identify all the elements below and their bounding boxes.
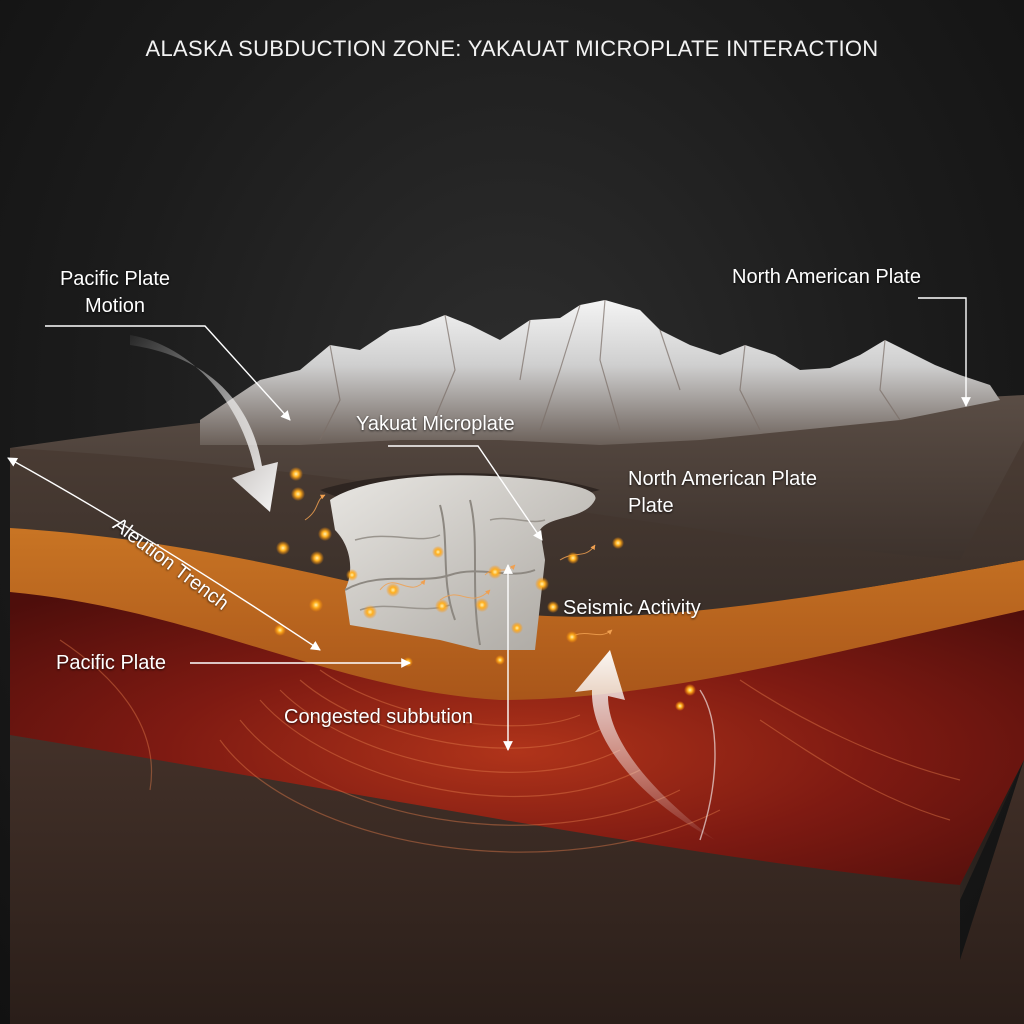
rock-base-front	[10, 735, 960, 1024]
label-pacific-plate-motion-line2: Motion	[84, 295, 146, 317]
seismic-point	[318, 527, 332, 541]
seismic-point	[495, 655, 505, 665]
leader-north-american-plate	[918, 297, 971, 407]
mantle-flow-lines	[59, 639, 961, 853]
yakuat-microplate-block	[330, 475, 596, 650]
seismic-point	[684, 684, 696, 696]
seismic-point	[346, 569, 358, 581]
seismic-point	[488, 565, 502, 579]
seismic-point	[567, 552, 579, 564]
leader-yakuat-microplate	[388, 445, 543, 541]
seismic-point	[675, 701, 685, 711]
seismic-point	[363, 605, 377, 619]
seismic-point	[435, 599, 449, 613]
leader-lines	[7, 297, 971, 841]
leader-pacific-plate-motion	[45, 325, 291, 421]
seismic-point	[511, 622, 523, 634]
mountain-ridges	[319, 299, 901, 441]
label-congested-subbution: Congested subbution	[284, 706, 474, 728]
label-pacific-plate-motion: Pacific Plate Motion	[40, 266, 190, 320]
label-north-american-plate-mid: North American Plate Plate	[628, 466, 817, 520]
label-seismic-activity: Seismic Activity	[563, 597, 701, 619]
seismic-point	[566, 631, 578, 643]
seismic-point	[612, 537, 624, 549]
seismic-point	[291, 487, 305, 501]
seismic-point	[475, 598, 489, 612]
mountain-range	[200, 300, 1000, 445]
leader-congested	[699, 689, 716, 841]
seismic-point	[386, 583, 400, 597]
aleution-trench-arrow	[7, 457, 321, 651]
seismic-point	[535, 577, 549, 591]
seismic-point	[276, 541, 290, 555]
seismic-point	[289, 467, 303, 481]
seismic-point	[309, 598, 323, 612]
label-pacific-plate: Pacific Plate	[56, 652, 167, 674]
seismic-point	[432, 546, 444, 558]
label-north-american-plate-mid-line2: Plate	[628, 495, 674, 517]
label-pacific-plate-motion-line1: Pacific Plate	[59, 268, 171, 290]
seismic-point	[403, 657, 413, 667]
label-north-american-plate-top: North American Plate	[732, 266, 921, 288]
label-yakuat-microplate: Yakuat Microplate	[356, 413, 515, 435]
seismic-point	[310, 551, 324, 565]
page-title: ALASKA SUBDUCTION ZONE: YAKAUAT MICROPLA…	[145, 36, 879, 61]
seismic-point	[547, 601, 559, 613]
label-north-american-plate-mid-line1: North American Plate	[628, 468, 817, 490]
